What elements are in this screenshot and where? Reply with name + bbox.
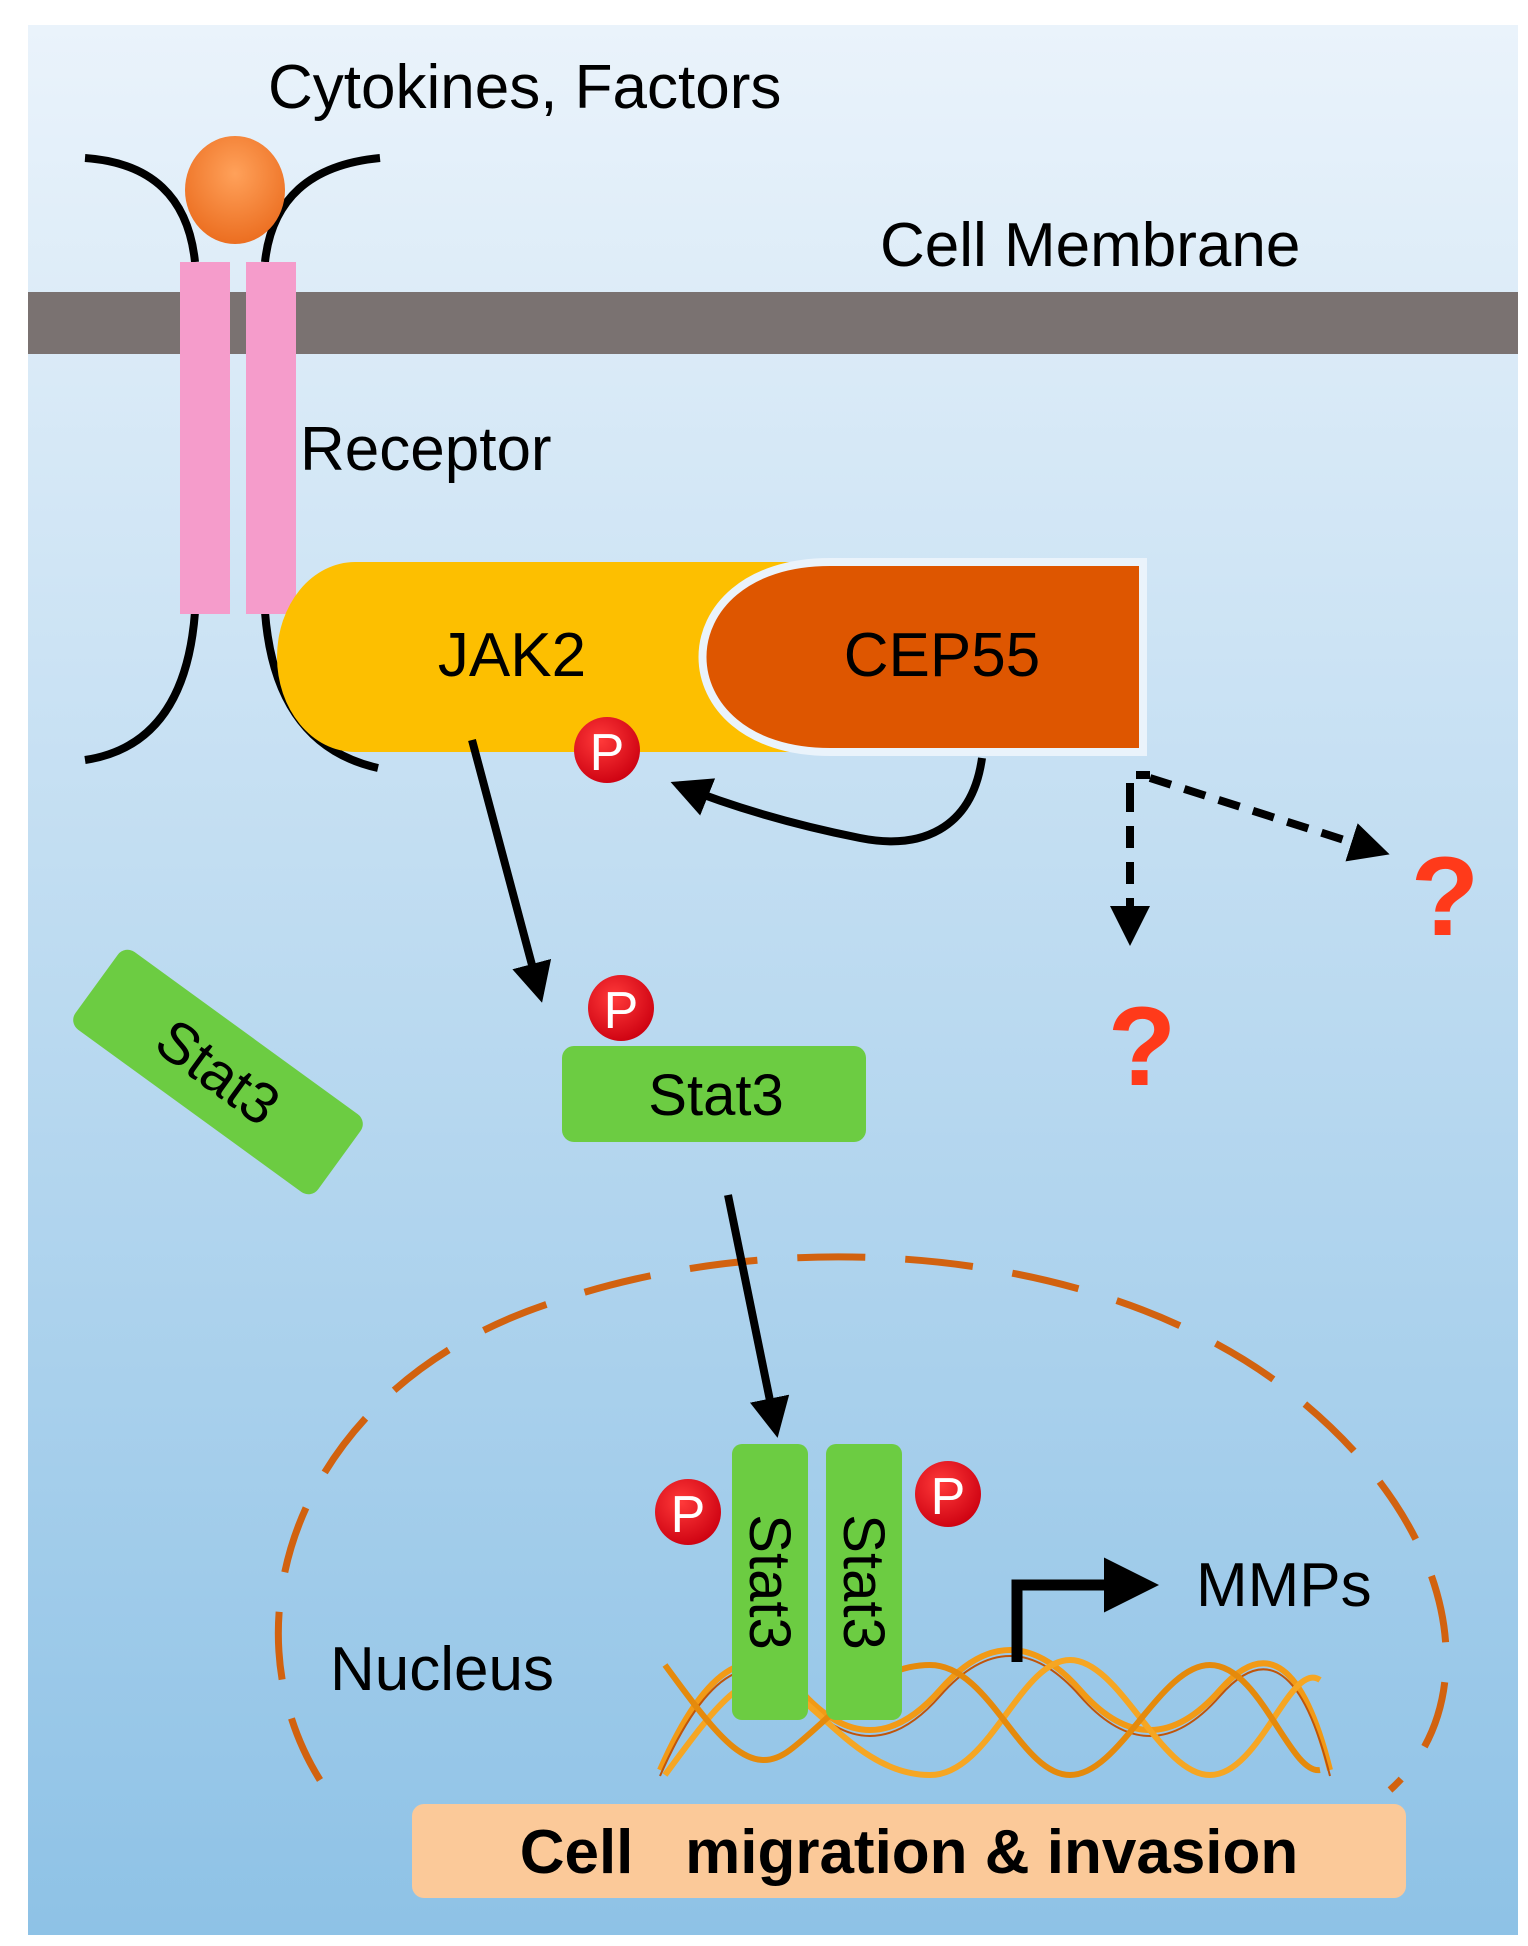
arrow-jak2-to-stat3 xyxy=(468,738,552,1003)
cep55-protein xyxy=(698,558,1147,756)
jak2-label: JAK2 xyxy=(438,621,586,690)
nucleus-label: Nucleus xyxy=(330,1635,554,1704)
phospho-stat3-dimer-right: P xyxy=(915,1461,981,1527)
phospho-jak2: P xyxy=(574,717,640,783)
mmps-label: MMPs xyxy=(1196,1551,1372,1620)
receptor-arc-bottom-left xyxy=(84,611,199,764)
svg-text:P: P xyxy=(931,1468,966,1526)
arrow-stat3-to-nucleus xyxy=(724,1194,790,1438)
ligand-label: Cytokines, Factors xyxy=(268,53,781,122)
transcription-arrow xyxy=(1011,1557,1159,1662)
outcome-box xyxy=(412,1804,1406,1898)
arrow-cep55-to-jak2-phospho xyxy=(670,757,986,846)
unknown-target-down: ? xyxy=(1108,984,1176,1109)
stat3-dimer-left-label: Stat3 xyxy=(737,1514,802,1649)
nucleus-envelope xyxy=(275,1253,1450,1793)
receptor-chain-left xyxy=(180,262,230,614)
receptor-chain-right xyxy=(246,262,296,614)
cytokine-ligand xyxy=(185,136,285,244)
membrane-label: Cell Membrane xyxy=(880,211,1300,280)
outcome-label: Cell migration & invasion xyxy=(520,1818,1299,1887)
receptor-arc-top-left xyxy=(84,154,199,263)
dashed-arrow-right xyxy=(1148,774,1390,862)
stat3-dimer-right xyxy=(826,1444,902,1720)
receptor-label: Receptor xyxy=(300,415,552,484)
stat3-dimer-left xyxy=(732,1444,808,1720)
svg-text:P: P xyxy=(671,1486,706,1544)
svg-text:P: P xyxy=(604,982,639,1040)
receptor-arc-top-right xyxy=(261,154,381,263)
phospho-stat3-dimer-left: P xyxy=(655,1479,721,1545)
unknown-target-right: ? xyxy=(1411,834,1479,959)
svg-text:P: P xyxy=(590,724,625,782)
cep55-label: CEP55 xyxy=(844,621,1040,690)
stat3-phosphorylated-label: Stat3 xyxy=(648,1063,783,1128)
phospho-stat3: P xyxy=(588,975,654,1041)
stat3-dimer-right-label: Stat3 xyxy=(831,1514,896,1649)
stat3-phosphorylated xyxy=(562,1046,866,1142)
